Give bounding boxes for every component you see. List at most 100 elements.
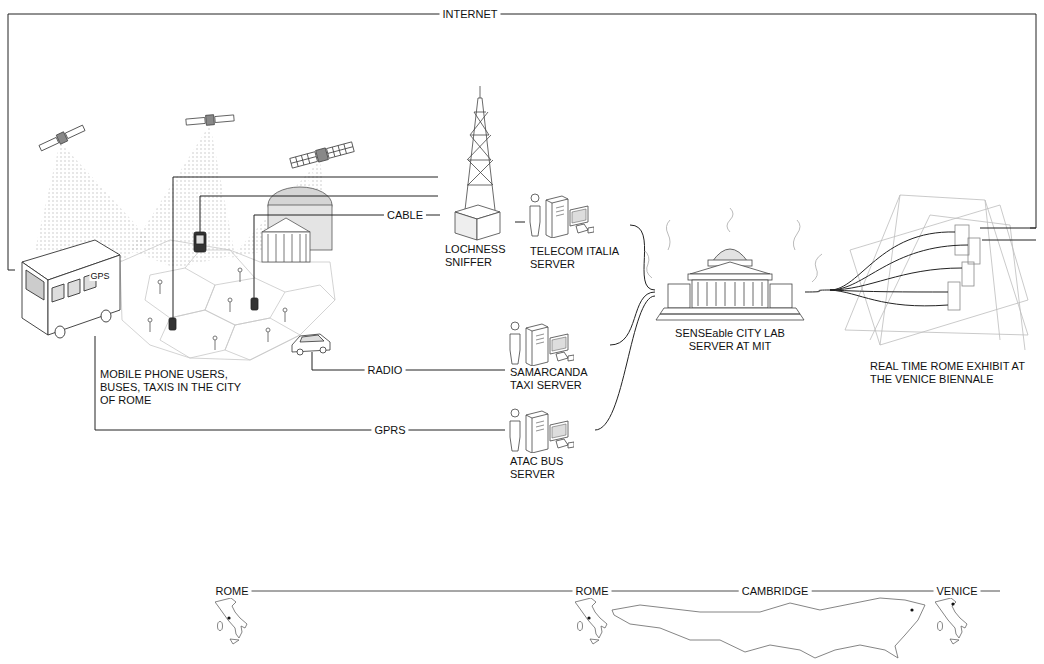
exhibit-screens: [870, 215, 1025, 350]
location-maps: [587, 616, 590, 619]
server: TELECOM ITALIA SERVER: [525, 190, 630, 280]
people: [285, 312, 286, 322]
sniffer-tower: [467, 112, 493, 185]
mit-building: [770, 284, 792, 308]
bus-marking: GPS: [89, 271, 110, 281]
exhibit-screens: [850, 205, 1028, 345]
city-leads: [312, 352, 340, 370]
exhibit-fan: [830, 228, 1036, 306]
location-name: CAMBRIDGE: [739, 585, 812, 598]
location-name: VENICE: [934, 585, 981, 598]
node-label: LOCHNESS SNIFFER: [445, 243, 515, 269]
node-label: MOBILE PHONE USERS, BUSES, TAXIS IN THE …: [100, 368, 245, 407]
satellites: [186, 113, 235, 127]
people: [238, 268, 242, 272]
server: ATAC BUS SERVER: [505, 405, 595, 490]
people: [240, 272, 241, 282]
city-ground: [185, 250, 335, 300]
mit-building: [698, 282, 762, 306]
exhibit-screens: [962, 262, 974, 286]
people: [160, 284, 161, 294]
sniffer-box: [477, 212, 500, 240]
people: [150, 322, 151, 332]
city-sources: MOBILE PHONE USERS, BUSES, TAXIS IN THE …: [15, 160, 340, 415]
people: [148, 318, 152, 322]
exhibit-fan: [830, 268, 962, 290]
mit-building: [690, 262, 770, 274]
people: [158, 280, 162, 284]
satellites: [327, 142, 355, 158]
satellites: [327, 142, 355, 158]
node-label: TELECOM ITALIA SERVER: [530, 245, 620, 271]
satellites: [316, 148, 329, 162]
connector-label: CABLE: [384, 209, 426, 222]
bus: [55, 326, 65, 338]
pantheon: [262, 218, 310, 232]
telecom-server-icon: [530, 194, 594, 238]
city-leads: [254, 215, 340, 298]
satellites: [65, 125, 85, 138]
exhibit-fan: [830, 232, 955, 290]
exhibit-fan: [830, 245, 968, 290]
sniffer-box: [455, 205, 500, 240]
people: [228, 298, 232, 302]
satellites: [290, 152, 318, 168]
city-ground: [160, 310, 235, 358]
location-name: ROME: [573, 585, 612, 598]
pantheon: [262, 187, 332, 262]
mobile-phones: [169, 318, 176, 330]
people: [268, 332, 269, 342]
mit-haze: [812, 254, 822, 282]
node-label: ATAC BUS SERVER: [510, 455, 590, 481]
satellites: [206, 115, 215, 126]
mit-haze: [793, 220, 800, 250]
location-maps: [612, 598, 925, 658]
connector: [595, 296, 655, 430]
connector: [8, 14, 1036, 270]
city-leads: [200, 196, 438, 232]
satellites: [186, 117, 205, 125]
location-maps: [935, 598, 967, 644]
mobile-phones: [196, 235, 204, 244]
taxi: [320, 347, 326, 353]
sniffer: LOCHNESS SNIFFER: [440, 92, 515, 275]
sniffer-tower: [465, 86, 495, 210]
mit-building: [656, 249, 804, 320]
city-leads: [173, 177, 438, 318]
exhibit-screens: [955, 225, 969, 255]
mobile-phones: [251, 298, 258, 310]
mobile-phones: [169, 232, 258, 330]
node-label: SENSEable CITY LAB SERVER AT MIT: [660, 327, 800, 353]
exhibit-screens: [948, 282, 960, 310]
taxi: [300, 335, 324, 342]
location-maps: [215, 598, 967, 658]
mit-haze: [644, 208, 822, 282]
city-ground: [225, 318, 300, 360]
people: [215, 340, 216, 350]
connector-label: RADIO: [365, 364, 406, 377]
connector-label: GPRS: [371, 424, 408, 437]
satellites: [290, 141, 355, 169]
exhibit-screens: [845, 195, 1028, 350]
sniffer-tower: [480, 86, 481, 98]
city-ground: [205, 278, 285, 325]
location-name: ROME: [213, 585, 252, 598]
pantheon: [268, 234, 306, 262]
exhibit-screens: [968, 238, 980, 264]
people: [283, 308, 287, 312]
node-label: REAL TIME ROME EXHIBIT AT THE VENICE BIE…: [870, 360, 1028, 386]
bus: [26, 270, 44, 300]
bus: [101, 310, 111, 322]
people: [148, 268, 287, 350]
connector: [95, 415, 505, 430]
node-label: SAMARCANDA TAXI SERVER: [510, 366, 605, 392]
taxi: [297, 349, 303, 355]
lab-server: SENSEable CITY LAB SERVER AT MIT: [655, 235, 805, 360]
mit-haze: [727, 208, 733, 232]
location-maps: [951, 602, 954, 605]
taxi: [292, 334, 330, 355]
satellites: [38, 123, 86, 152]
exhibit-fan: [980, 228, 1036, 240]
